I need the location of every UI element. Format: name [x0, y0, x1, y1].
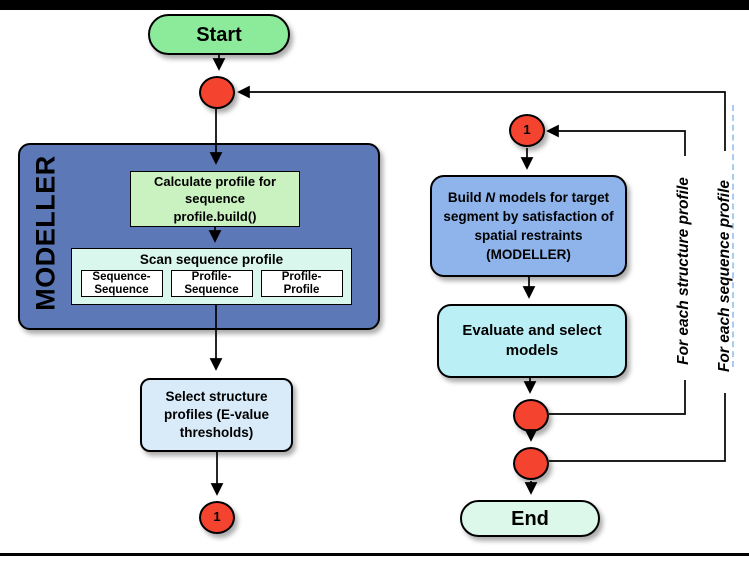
junction-circle-structure-loop	[513, 399, 549, 432]
feedback-sequence-lower	[549, 393, 726, 462]
junction-circle-sequence-loop	[513, 447, 549, 480]
method-profile-sequence: Profile- Sequence	[170, 270, 253, 297]
calculate-profile-node: Calculate profile for sequence profile.b…	[130, 171, 300, 227]
feedback-structure-lower	[549, 380, 686, 415]
loop-marker-1-left: 1	[199, 501, 235, 534]
start-label: Start	[196, 23, 242, 46]
modeller-group-label: MODELLER	[30, 155, 61, 311]
junction-circle-top	[199, 76, 235, 109]
scan-method-row: Sequence- Sequence Profile- Sequence Pro…	[72, 270, 351, 297]
top-frame-bar	[0, 0, 749, 10]
loop-label-structure-profile: For each structure profile	[675, 177, 692, 365]
method-profile-profile: Profile- Profile	[260, 270, 343, 297]
build-models-text-post: models for target segment by satisfactio…	[443, 189, 614, 263]
bottom-frame-line	[0, 553, 749, 556]
build-models-node: Build N models for target segment by sat…	[430, 175, 627, 277]
evaluate-models-node: Evaluate and select models	[437, 304, 627, 378]
end-label: End	[511, 507, 549, 530]
end-node: End	[460, 500, 600, 537]
loop-marker-1-right: 1	[509, 114, 545, 147]
loop-marker-1-left-label: 1	[213, 509, 221, 525]
loop-label-sequence-profile: For each sequence profile	[716, 179, 733, 373]
dashed-link-edge	[732, 105, 734, 367]
start-node: Start	[148, 14, 290, 55]
loop-marker-1-right-label: 1	[523, 122, 531, 138]
select-profiles-node: Select structure profiles (E-value thres…	[140, 378, 293, 452]
method-sequence-sequence: Sequence- Sequence	[80, 270, 163, 297]
scan-profile-title: Scan sequence profile	[139, 252, 284, 267]
scan-profile-node: Scan sequence profile Sequence- Sequence…	[71, 248, 352, 305]
build-models-text-pre: Build	[447, 189, 486, 205]
build-models-n-emph: N	[485, 189, 496, 205]
feedback-structure-upper-arrow	[546, 124, 686, 156]
